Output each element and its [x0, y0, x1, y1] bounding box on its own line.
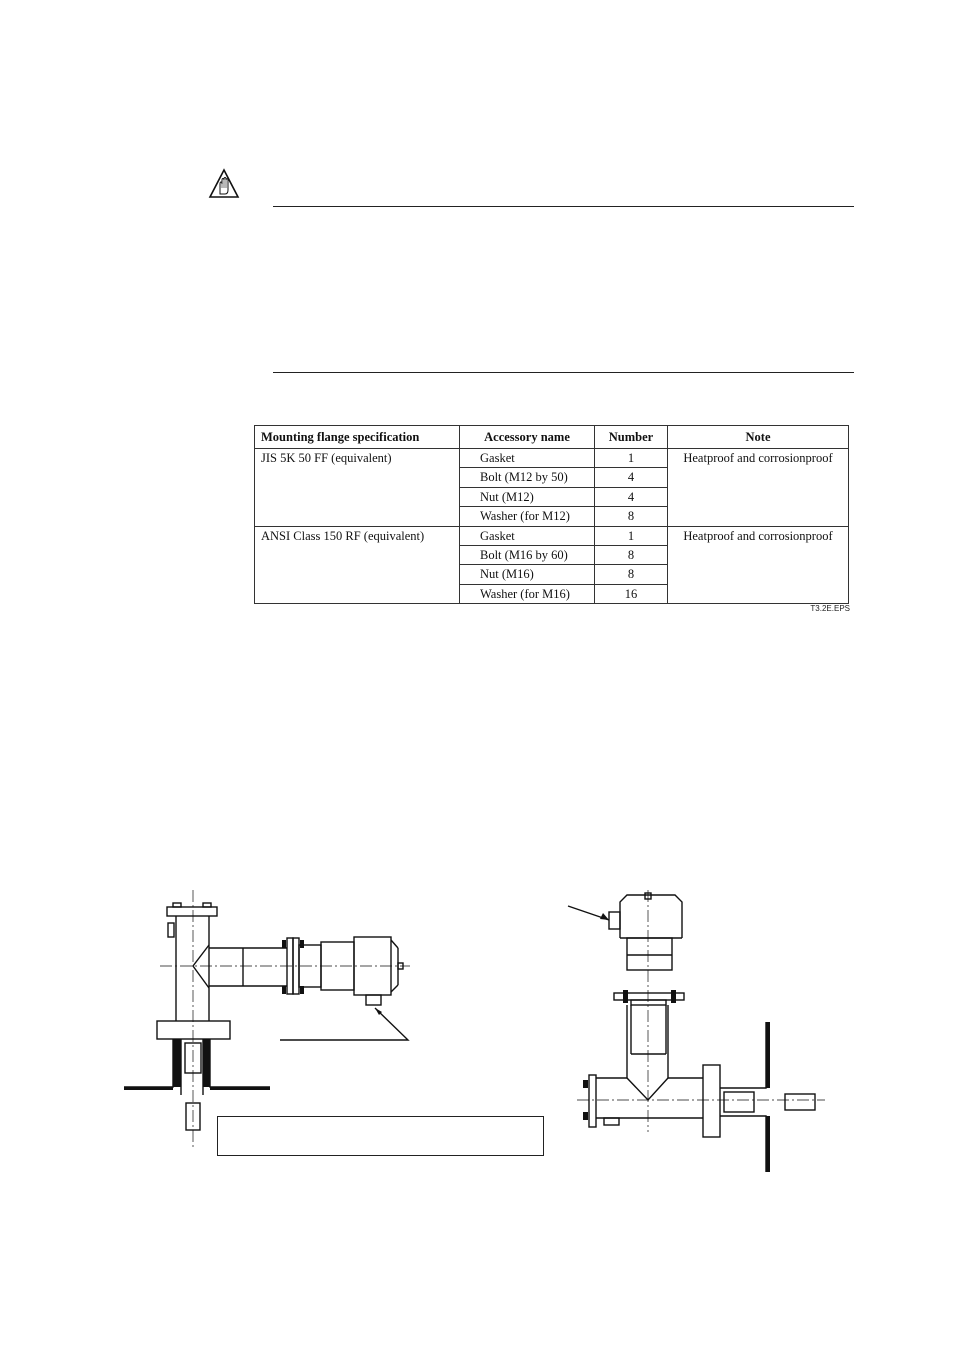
flange-spec-cell: JIS 5K 50 FF (equivalent) [254, 448, 460, 527]
header-note: Note [667, 425, 849, 449]
number-cell: 4 [594, 486, 668, 508]
number-cell: 8 [594, 544, 668, 566]
accessories-table: Mounting flange specification Accessory … [254, 425, 849, 605]
header-mounting-flange: Mounting flange specification [254, 425, 460, 449]
accessory-cell: Washer (for M12) [459, 506, 595, 527]
note-cell: Heatproof and corrosionproof [667, 448, 849, 527]
header-number: Number [594, 425, 668, 449]
number-cell: 8 [594, 506, 668, 527]
table-row: JIS 5K 50 FF (equivalent) Gasket 1 Heatp… [254, 447, 849, 527]
number-cell: 4 [594, 467, 668, 488]
accessory-cell: Gasket [459, 447, 595, 469]
note-cell: Heatproof and corrosionproof [667, 525, 849, 605]
figure-code: T3.2E.EPS [810, 604, 850, 613]
table-row: Washer (for M16) 16 [255, 583, 849, 605]
table-row: Nut (M16) 8 [255, 564, 849, 585]
horizontal-mount-drawing [124, 890, 410, 1150]
header-accessory-name: Accessory name [459, 425, 595, 449]
number-cell: 1 [594, 525, 668, 546]
accessory-cell: Gasket [459, 525, 595, 546]
caution-rule-top [273, 206, 854, 207]
number-cell: 1 [594, 447, 668, 469]
table-header-row: Mounting flange specification Accessory … [254, 425, 849, 449]
accessory-cell: Bolt (M16 by 60) [459, 544, 595, 566]
number-cell: 16 [594, 583, 668, 605]
flange-spec-cell: ANSI Class 150 RF (equivalent) [254, 525, 460, 605]
table-row: ANSI Class 150 RF (equivalent) Gasket 1 … [254, 525, 849, 605]
caution-hand-icon [208, 168, 240, 198]
table-row: Washer (for M12) 8 [255, 506, 849, 527]
caution-rule-bottom [273, 372, 854, 373]
number-cell: 8 [594, 564, 668, 585]
table-row: Bolt (M12 by 50) 4 [255, 467, 849, 488]
vertical-mount-drawing [567, 890, 825, 1172]
accessory-cell: Nut (M16) [459, 564, 595, 585]
accessory-cell: Nut (M12) [459, 486, 595, 508]
accessory-cell: Bolt (M12 by 50) [459, 467, 595, 488]
accessory-cell: Washer (for M16) [459, 583, 595, 605]
drawing-caption-box [217, 1116, 544, 1156]
